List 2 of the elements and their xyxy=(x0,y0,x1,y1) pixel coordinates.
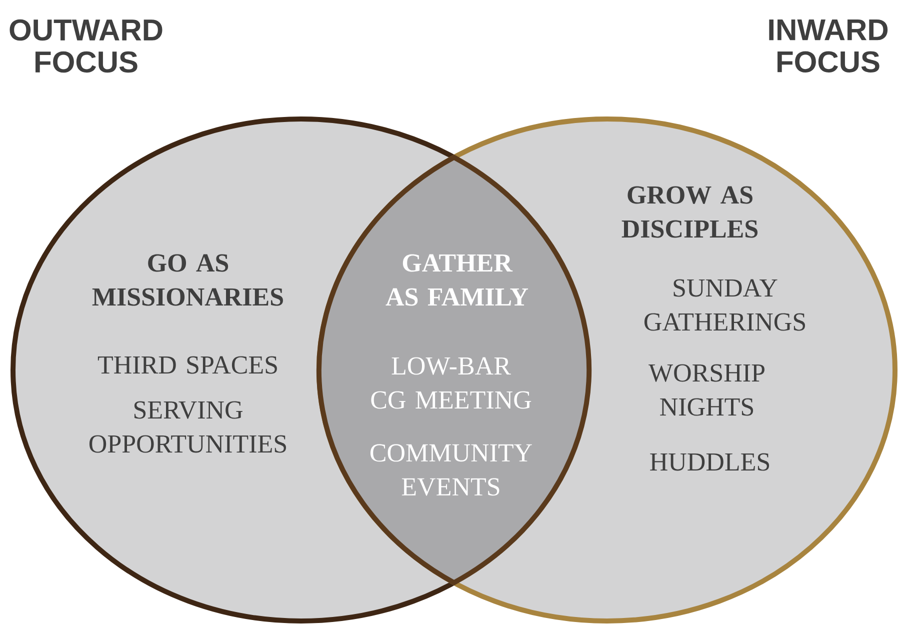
focus-heading: INWARD FOCUS xyxy=(769,20,888,72)
focus-heading: OUTWARD FOCUS xyxy=(10,19,162,73)
